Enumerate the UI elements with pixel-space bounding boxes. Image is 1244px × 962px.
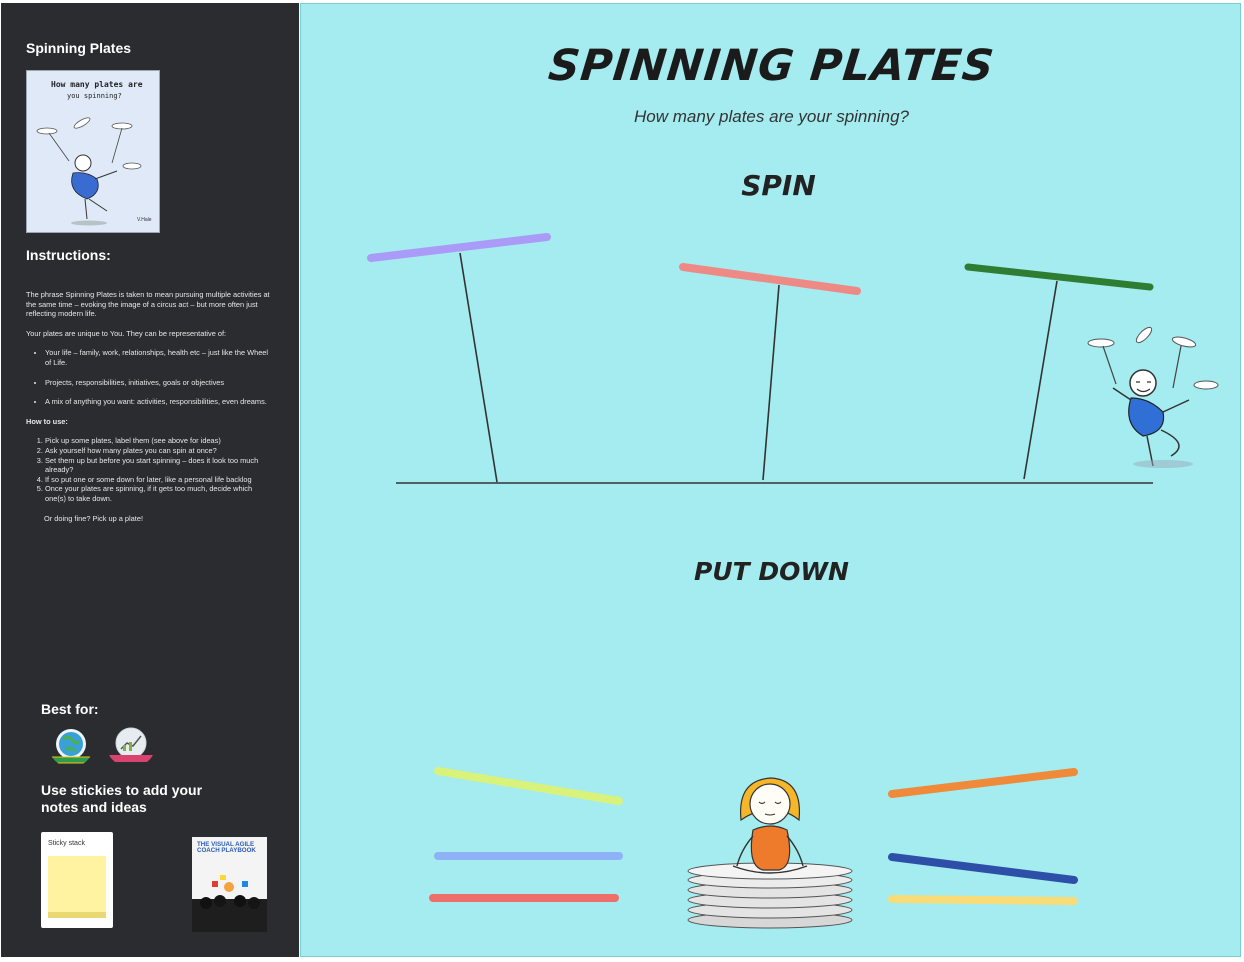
sidebar-title: Spinning Plates: [26, 40, 132, 56]
stick-2: [762, 284, 780, 481]
meditating-figure: [687, 777, 853, 929]
poster-text-1: How many plates are: [51, 80, 143, 89]
stick-3: [1023, 280, 1058, 480]
plate-yellow[interactable]: [888, 895, 1078, 905]
globe-badge-icon: [50, 729, 92, 764]
plate-types-list: Your life – family, work, relationships,…: [26, 348, 271, 406]
poster-thumbnail[interactable]: How many plates are you spinning? V.Hale: [26, 70, 160, 233]
plate-navy[interactable]: [888, 853, 1078, 884]
svg-text:V.Hale: V.Hale: [137, 217, 152, 223]
how-to-steps: Pick up some plates, label them (see abo…: [26, 436, 271, 503]
plate-green[interactable]: [964, 263, 1154, 291]
juggler-figure: [1087, 326, 1219, 468]
plate-lime[interactable]: [434, 767, 623, 805]
book-title: THE VISUAL AGILE COACH PLAYBOOK: [197, 841, 256, 855]
list-item: Projects, responsibilities, initiatives,…: [45, 378, 271, 388]
best-for-heading: Best for:: [41, 701, 99, 717]
instructions-intro: The phrase Spinning Plates is taken to m…: [26, 290, 270, 319]
list-item: If so put one or some down for later, li…: [45, 475, 271, 485]
stickies-heading: Use stickies to add your notes and ideas: [41, 782, 203, 815]
book-cover[interactable]: THE VISUAL AGILE COACH PLAYBOOK: [192, 837, 267, 932]
instructions-unique: Your plates are unique to You. They can …: [26, 328, 227, 338]
instructions-heading: Instructions:: [26, 247, 111, 263]
list-item: Your life – family, work, relationships,…: [45, 348, 271, 367]
chart-badge-icon: [109, 727, 153, 762]
plate-pink[interactable]: [679, 263, 861, 295]
book-cover-illustration: [192, 875, 267, 932]
list-item: Once your plates are spinning, if it get…: [45, 484, 271, 503]
list-item: Ask yourself how many plates you can spi…: [45, 446, 271, 456]
put-down-heading: PUT DOWN: [694, 557, 849, 586]
sticky-note[interactable]: [48, 856, 106, 918]
board-subtitle: How many plates are your spinning?: [634, 107, 909, 126]
sidebar: Spinning Plates How many plates are you …: [1, 3, 299, 957]
list-item: Set them up but before you start spinnin…: [45, 456, 271, 475]
canvas-board[interactable]: SPINNING PLATES How many plates are your…: [300, 3, 1241, 957]
poster-text-2: you spinning?: [67, 92, 122, 100]
plate-orange[interactable]: [888, 768, 1078, 798]
list-item: Pick up some plates, label them (see abo…: [45, 436, 271, 446]
board-artwork: [367, 233, 1219, 929]
list-item: A mix of anything you want: activities, …: [45, 397, 271, 407]
stick-1: [459, 252, 498, 483]
juggler-poster-illustration: How many plates are you spinning? V.Hale: [36, 80, 152, 226]
how-to-heading: How to use:: [26, 416, 68, 426]
spin-heading: SPIN: [741, 169, 816, 202]
sticky-stack-label: Sticky stack: [48, 840, 85, 847]
instructions-body: The phrase Spinning Plates is taken to m…: [26, 290, 271, 533]
plate-purple[interactable]: [367, 233, 551, 262]
sticky-stack[interactable]: Sticky stack: [41, 832, 113, 928]
instructions-closing: Or doing fine? Pick up a plate!: [44, 513, 144, 523]
